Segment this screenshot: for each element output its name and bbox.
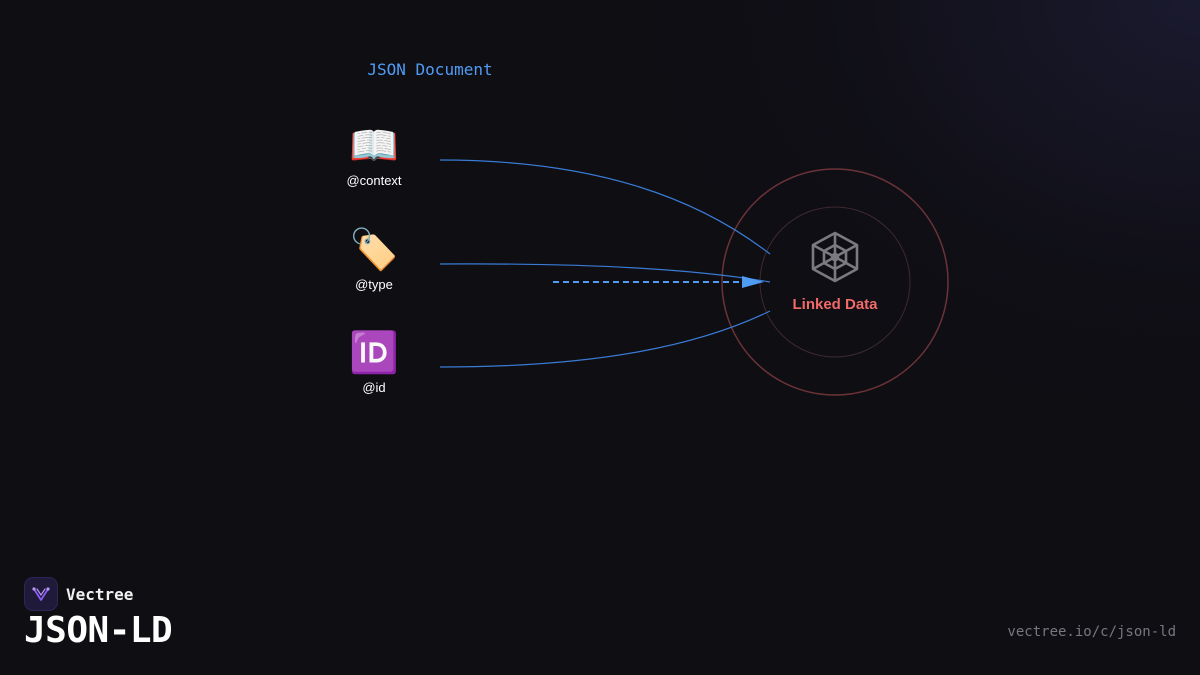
context-link-line bbox=[439, 159, 771, 255]
vectree-logo-icon bbox=[24, 577, 58, 611]
outer-ring bbox=[721, 168, 949, 396]
tag-label-icon: 🏷️ bbox=[349, 227, 399, 273]
footer-url-link[interactable]: vectree.io/c/json-ld bbox=[1007, 624, 1176, 640]
open-book-icon: 📖 bbox=[349, 123, 399, 169]
brand: Vectree bbox=[24, 577, 133, 611]
node-id-label: @id bbox=[362, 380, 386, 395]
id-link-line bbox=[439, 310, 771, 368]
node-type: 🏷️ @type bbox=[324, 226, 424, 292]
node-type-label: @type bbox=[355, 277, 393, 292]
node-id: 🆔 @id bbox=[324, 329, 424, 395]
type-link-line bbox=[439, 263, 771, 283]
node-context: 📖 @context bbox=[324, 122, 424, 188]
brand-name: Vectree bbox=[66, 584, 134, 604]
json-document-title: JSON Document bbox=[367, 60, 493, 79]
spider-web-icon bbox=[811, 231, 859, 283]
page-title: JSON-LD bbox=[24, 610, 173, 651]
node-context-label: @context bbox=[346, 173, 402, 188]
linked-data-label: Linked Data bbox=[792, 296, 878, 313]
id-symbol-icon: 🆔 bbox=[349, 330, 399, 376]
